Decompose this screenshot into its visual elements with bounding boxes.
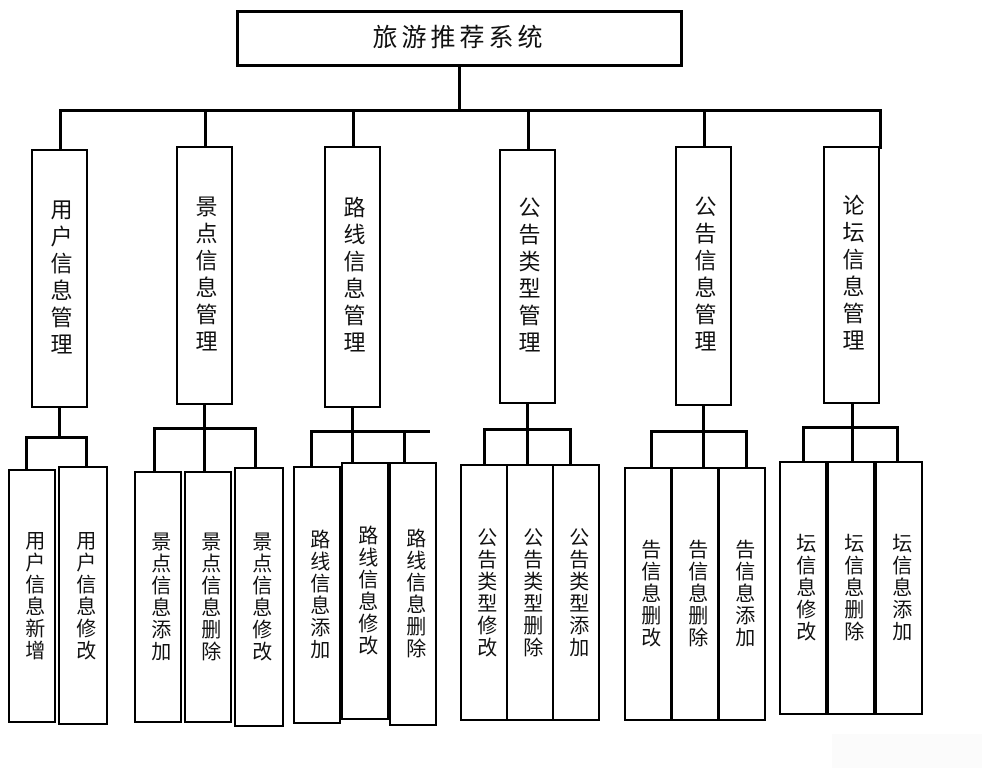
node-module-notice-info: 公告信息管理 [675, 146, 732, 406]
edge-spot-drop-1 [153, 427, 156, 471]
node-leaf-notice-info-edit: 告信息删改 [624, 467, 672, 721]
node-leaf-spot-add-label: 景点信息添加 [147, 531, 170, 663]
node-leaf-user-add-label: 用户信息新增 [21, 530, 44, 662]
edge-route-drop-1 [310, 430, 313, 466]
node-leaf-notice-info-add: 告信息添加 [718, 467, 766, 721]
node-leaf-route-edit: 路线信息修改 [341, 462, 389, 720]
edge-level2-bus [59, 109, 881, 112]
edge-drop-spot [204, 109, 207, 149]
node-leaf-forum-add-label: 坛信息添加 [888, 533, 911, 643]
edge-notice-type-stem [526, 404, 529, 430]
edge-drop-notice-type [527, 109, 530, 149]
node-leaf-notice-type-edit: 公告类型修改 [460, 464, 508, 721]
node-leaf-route-add: 路线信息添加 [293, 466, 341, 724]
edge-spot-stem [203, 405, 206, 429]
node-leaf-notice-type-add-label: 公告类型添加 [565, 526, 588, 659]
node-leaf-route-edit-label: 路线信息修改 [354, 525, 377, 657]
edge-user-drop-1 [25, 436, 28, 469]
node-module-route-label: 路线信息管理 [340, 196, 366, 358]
edge-notice-info-bus [650, 430, 747, 433]
edge-notice-type-drop-1 [483, 428, 486, 464]
node-leaf-spot-delete: 景点信息删除 [184, 471, 232, 723]
edge-spot-drop-3 [254, 427, 257, 467]
edge-forum-drop-3 [896, 426, 899, 461]
edge-spot-drop-2 [203, 427, 206, 471]
node-leaf-spot-edit-label: 景点信息修改 [248, 531, 271, 663]
node-leaf-user-add: 用户信息新增 [8, 469, 56, 723]
node-leaf-notice-info-delete: 告信息删除 [671, 467, 719, 721]
edge-route-stem [351, 408, 354, 432]
node-leaf-notice-info-edit-label: 告信息删改 [637, 539, 660, 649]
node-leaf-notice-info-add-label: 告信息添加 [731, 539, 754, 649]
node-module-user-label: 用户信息管理 [47, 197, 73, 360]
node-root: 旅游推荐系统 [236, 10, 683, 67]
node-module-spot: 景点信息管理 [176, 146, 233, 405]
edge-forum-stem [851, 404, 854, 428]
watermark [832, 734, 982, 768]
node-module-notice-info-label: 公告信息管理 [691, 195, 717, 357]
node-leaf-spot-delete-label: 景点信息删除 [197, 531, 220, 663]
edge-root-stem [458, 67, 461, 111]
node-module-notice-type-label: 公告类型管理 [515, 195, 541, 358]
edge-forum-drop-2 [851, 426, 854, 461]
node-leaf-user-edit-label: 用户信息修改 [72, 529, 95, 662]
edge-forum-bus [802, 426, 899, 429]
node-leaf-forum-edit-label: 坛信息修改 [792, 533, 815, 643]
edge-notice-type-drop-2 [526, 428, 529, 464]
node-leaf-route-delete: 路线信息删除 [389, 462, 437, 726]
node-leaf-notice-type-add: 公告类型添加 [552, 464, 600, 721]
edge-notice-info-stem [702, 406, 705, 432]
node-module-forum-label: 论坛信息管理 [839, 194, 865, 356]
edge-drop-route [352, 109, 355, 149]
node-module-forum: 论坛信息管理 [823, 146, 880, 404]
node-leaf-spot-edit: 景点信息修改 [234, 467, 284, 727]
edge-drop-forum [879, 109, 882, 149]
edge-drop-notice-info [703, 109, 706, 149]
edge-drop-user [59, 109, 62, 149]
node-leaf-spot-add: 景点信息添加 [134, 471, 182, 723]
node-module-notice-type: 公告类型管理 [499, 149, 556, 404]
node-leaf-notice-type-delete: 公告类型删除 [506, 464, 554, 721]
edge-route-drop-3 [403, 430, 406, 462]
node-module-route: 路线信息管理 [324, 146, 381, 408]
node-leaf-notice-type-edit-label: 公告类型修改 [473, 526, 496, 659]
edge-user-stem [58, 408, 61, 438]
edge-notice-info-drop-1 [650, 430, 653, 467]
edge-route-bus [310, 430, 430, 433]
node-leaf-notice-type-delete-label: 公告类型删除 [519, 526, 542, 659]
node-module-spot-label: 景点信息管理 [192, 194, 218, 357]
node-leaf-route-add-label: 路线信息添加 [306, 529, 329, 661]
edge-user-drop-2 [85, 436, 88, 469]
node-leaf-route-delete-label: 路线信息删除 [402, 528, 425, 660]
edge-notice-info-drop-2 [702, 430, 705, 467]
edge-notice-info-drop-3 [745, 430, 748, 467]
edge-user-bus [25, 436, 87, 439]
node-module-user: 用户信息管理 [31, 149, 88, 408]
node-leaf-forum-edit: 坛信息修改 [779, 461, 827, 715]
node-root-label: 旅游推荐系统 [372, 24, 547, 52]
node-leaf-forum-delete: 坛信息删除 [827, 461, 875, 715]
node-leaf-notice-info-delete-label: 告信息删除 [684, 539, 707, 649]
edge-route-drop-2 [351, 430, 354, 462]
edge-notice-type-drop-3 [569, 428, 572, 464]
edge-forum-drop-1 [802, 426, 805, 461]
node-leaf-user-edit: 用户信息修改 [58, 466, 108, 725]
node-leaf-forum-delete-label: 坛信息删除 [840, 533, 863, 643]
node-leaf-forum-add: 坛信息添加 [875, 461, 923, 715]
